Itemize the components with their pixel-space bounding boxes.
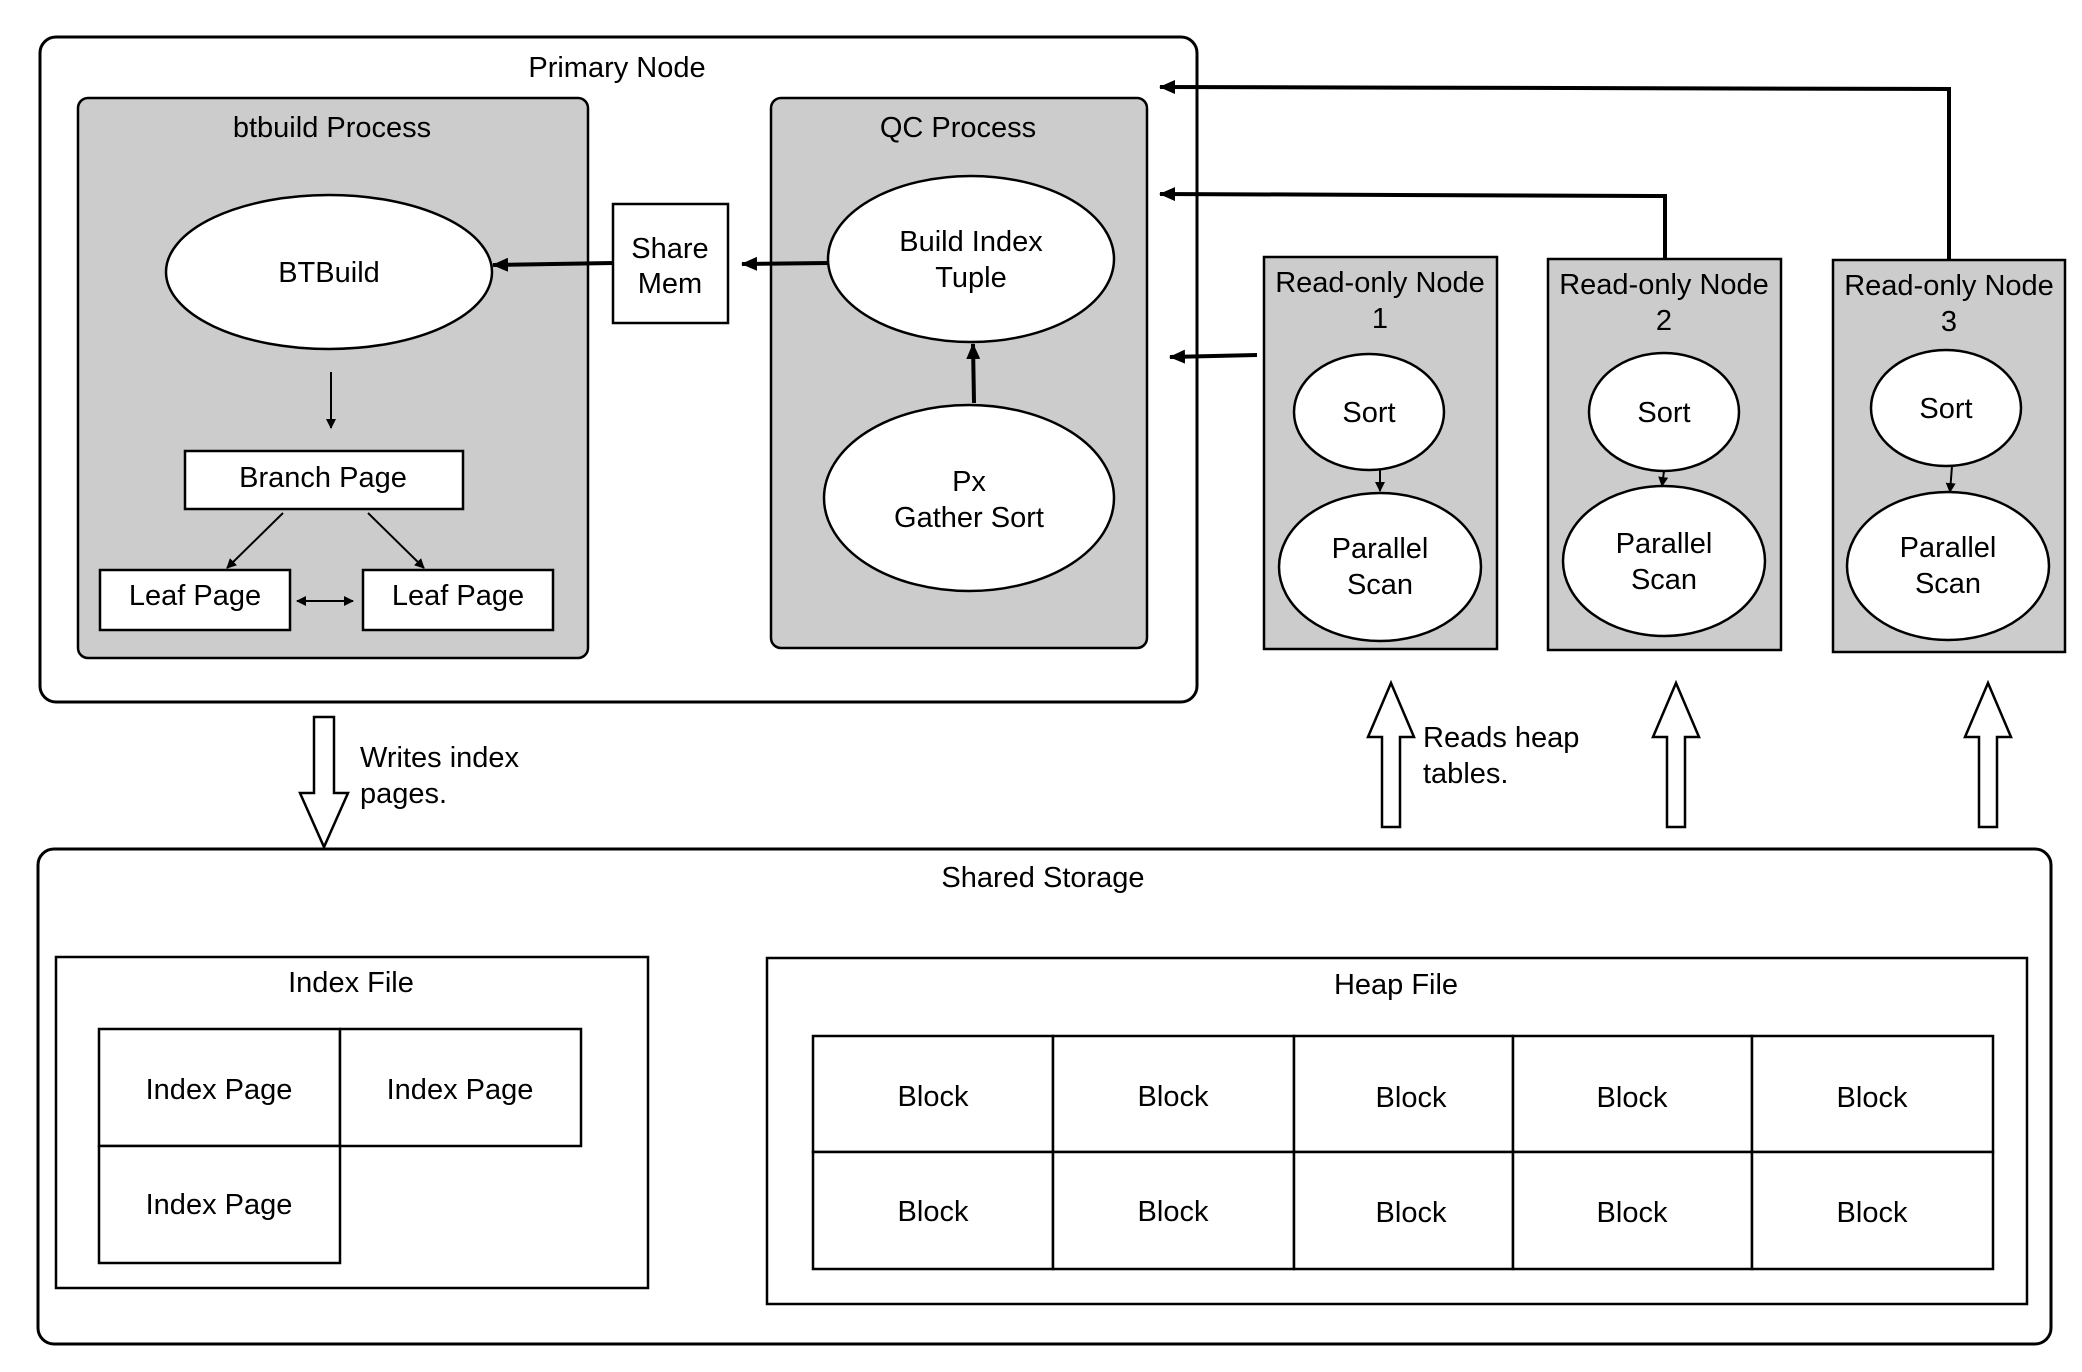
sort-label-1: Sort (1342, 397, 1395, 429)
sort-to-scan-arrow-3 (1945, 465, 1956, 493)
heap-file: Heap File Block Block Block Block Block … (765, 956, 2029, 1306)
shared-storage-title: Shared Storage (941, 862, 1144, 894)
writes-annotation-line2: pages. (360, 778, 447, 810)
heap-block-r1c4 (1511, 1034, 1754, 1154)
leaf-page-right-box (361, 568, 555, 632)
reads-annotation-line2: tables. (1423, 758, 1508, 790)
index-page-1-label: Index Page (146, 1074, 293, 1106)
index-page-1-box (97, 1027, 342, 1148)
branch-page-box (183, 449, 465, 511)
sort-label-2: Sort (1637, 397, 1690, 429)
ro-node-1-to-primary-arrow (1169, 349, 1258, 364)
read-only-node-2-title: Read-only Node (1559, 269, 1769, 301)
sort-to-scan-arrow-2 (1658, 470, 1669, 487)
heap-block-r2c5 (1750, 1150, 1995, 1271)
build-index-to-share-mem-arrow (741, 256, 830, 271)
leaf-page-left-box (98, 568, 292, 632)
parallel-scan-3-line2: Scan (1915, 568, 1981, 600)
writes-annotation-line1: Writes index (360, 742, 520, 774)
parallel-scan-ellipse-3 (1845, 490, 2051, 642)
heap-block-r2c5-label: Block (1837, 1197, 1908, 1229)
parallel-scan-ellipse-1 (1277, 491, 1483, 643)
parallel-scan-3-line1: Parallel (1900, 532, 1997, 564)
heap-block-r1c1 (811, 1034, 1055, 1154)
read-only-node-1: Read-only Node 1 Sort Parallel Scan (1262, 255, 1499, 651)
heap-block-r1c5-label: Block (1837, 1082, 1908, 1114)
read-only-node-3-number: 3 (1941, 306, 1957, 338)
leaf-page-left-label: Leaf Page (129, 580, 261, 612)
reads-annotation-line1: Reads heap (1423, 722, 1579, 754)
heap-block-r2c3 (1292, 1150, 1515, 1271)
read-only-node-2-number: 2 (1656, 305, 1672, 337)
heap-block-r1c2 (1051, 1034, 1296, 1154)
parallel-scan-2-line2: Scan (1631, 564, 1697, 596)
heap-block-r1c1-label: Block (898, 1081, 969, 1113)
heap-block-grid: Block Block Block Block Block Block Bloc… (811, 1034, 1995, 1271)
heap-block-r2c1-label: Block (898, 1196, 969, 1228)
btbuild-process: btbuild Process BTBuild Branch Page Leaf… (76, 96, 590, 660)
share-mem: Share Mem (611, 202, 730, 325)
heap-file-title: Heap File (1334, 969, 1458, 1001)
read-only-node-3: Read-only Node 3 Sort Parallel Scan (1831, 258, 2067, 654)
build-index-ellipse (826, 174, 1116, 344)
btbuild-label: BTBuild (278, 257, 380, 289)
reads-heap-hollow-arrow-2 (1651, 679, 1701, 829)
px-gather-line1: Px (952, 466, 986, 498)
heap-block-r1c3-label: Block (1376, 1082, 1447, 1114)
build-index-line2: Tuple (935, 262, 1006, 294)
btbuild-process-title: btbuild Process (233, 112, 431, 144)
ro-node-3-to-primary-arrow (1159, 80, 1951, 260)
index-file-title: Index File (288, 967, 414, 999)
branch-to-leaf-right-arrow (367, 512, 425, 569)
read-only-node-2: Read-only Node 2 Sort Parallel Scan (1546, 257, 1783, 652)
read-only-node-1-number: 1 (1372, 303, 1388, 335)
qc-process: QC Process Build Index Tuple Px Gather S… (769, 96, 1149, 650)
branch-to-leaf-left-arrow (226, 512, 284, 569)
px-gather-ellipse (822, 403, 1116, 593)
heap-block-r1c3 (1292, 1034, 1515, 1154)
read-only-node-3-title: Read-only Node (1844, 270, 2054, 302)
read-only-node-1-title: Read-only Node (1275, 267, 1485, 299)
reads-heap-hollow-arrow-3 (1963, 679, 2013, 829)
parallel-scan-1-line2: Scan (1347, 569, 1413, 601)
heap-block-r1c2-label: Block (1138, 1081, 1209, 1113)
heap-block-r2c1 (811, 1150, 1055, 1271)
btbuild-ellipse (164, 193, 494, 351)
heap-block-r2c3-label: Block (1376, 1197, 1447, 1229)
sort-label-3: Sort (1919, 393, 1972, 425)
qc-process-title: QC Process (880, 112, 1036, 144)
index-page-3-box (97, 1144, 342, 1265)
heap-block-r2c2 (1051, 1150, 1296, 1271)
primary-node-title: Primary Node (528, 52, 705, 84)
heap-block-r1c5 (1750, 1034, 1995, 1154)
sort-ellipse-1 (1292, 352, 1446, 472)
sort-ellipse-3 (1869, 348, 2023, 468)
gather-to-build-index-arrow (966, 343, 981, 404)
share-mem-line2: Mem (638, 268, 702, 300)
branch-page-label: Branch Page (239, 462, 407, 494)
px-gather-line2: Gather Sort (894, 502, 1044, 534)
share-mem-line1: Share (631, 233, 708, 265)
ro-node-2-to-primary-arrow (1159, 187, 1667, 259)
parallel-scan-1-line1: Parallel (1332, 533, 1429, 565)
reads-heap-hollow-arrow-1 (1366, 679, 1416, 829)
index-page-2-label: Index Page (387, 1074, 534, 1106)
writes-index-hollow-arrow (298, 715, 350, 851)
index-file: Index File Index Page Index Page Index P… (54, 955, 650, 1290)
build-index-line1: Build Index (899, 226, 1043, 258)
index-page-3-label: Index Page (146, 1189, 293, 1221)
parallel-scan-2-line1: Parallel (1616, 528, 1713, 560)
heap-block-r2c4-label: Block (1597, 1197, 1668, 1229)
heap-block-r2c2-label: Block (1138, 1196, 1209, 1228)
share-mem-to-btbuild-arrow (492, 257, 614, 272)
leaf-page-right-label: Leaf Page (392, 580, 524, 612)
heap-block-r1c4-label: Block (1597, 1082, 1668, 1114)
heap-block-r2c4 (1511, 1150, 1754, 1271)
index-page-2-box (338, 1027, 583, 1148)
parallel-scan-ellipse-2 (1561, 484, 1767, 638)
